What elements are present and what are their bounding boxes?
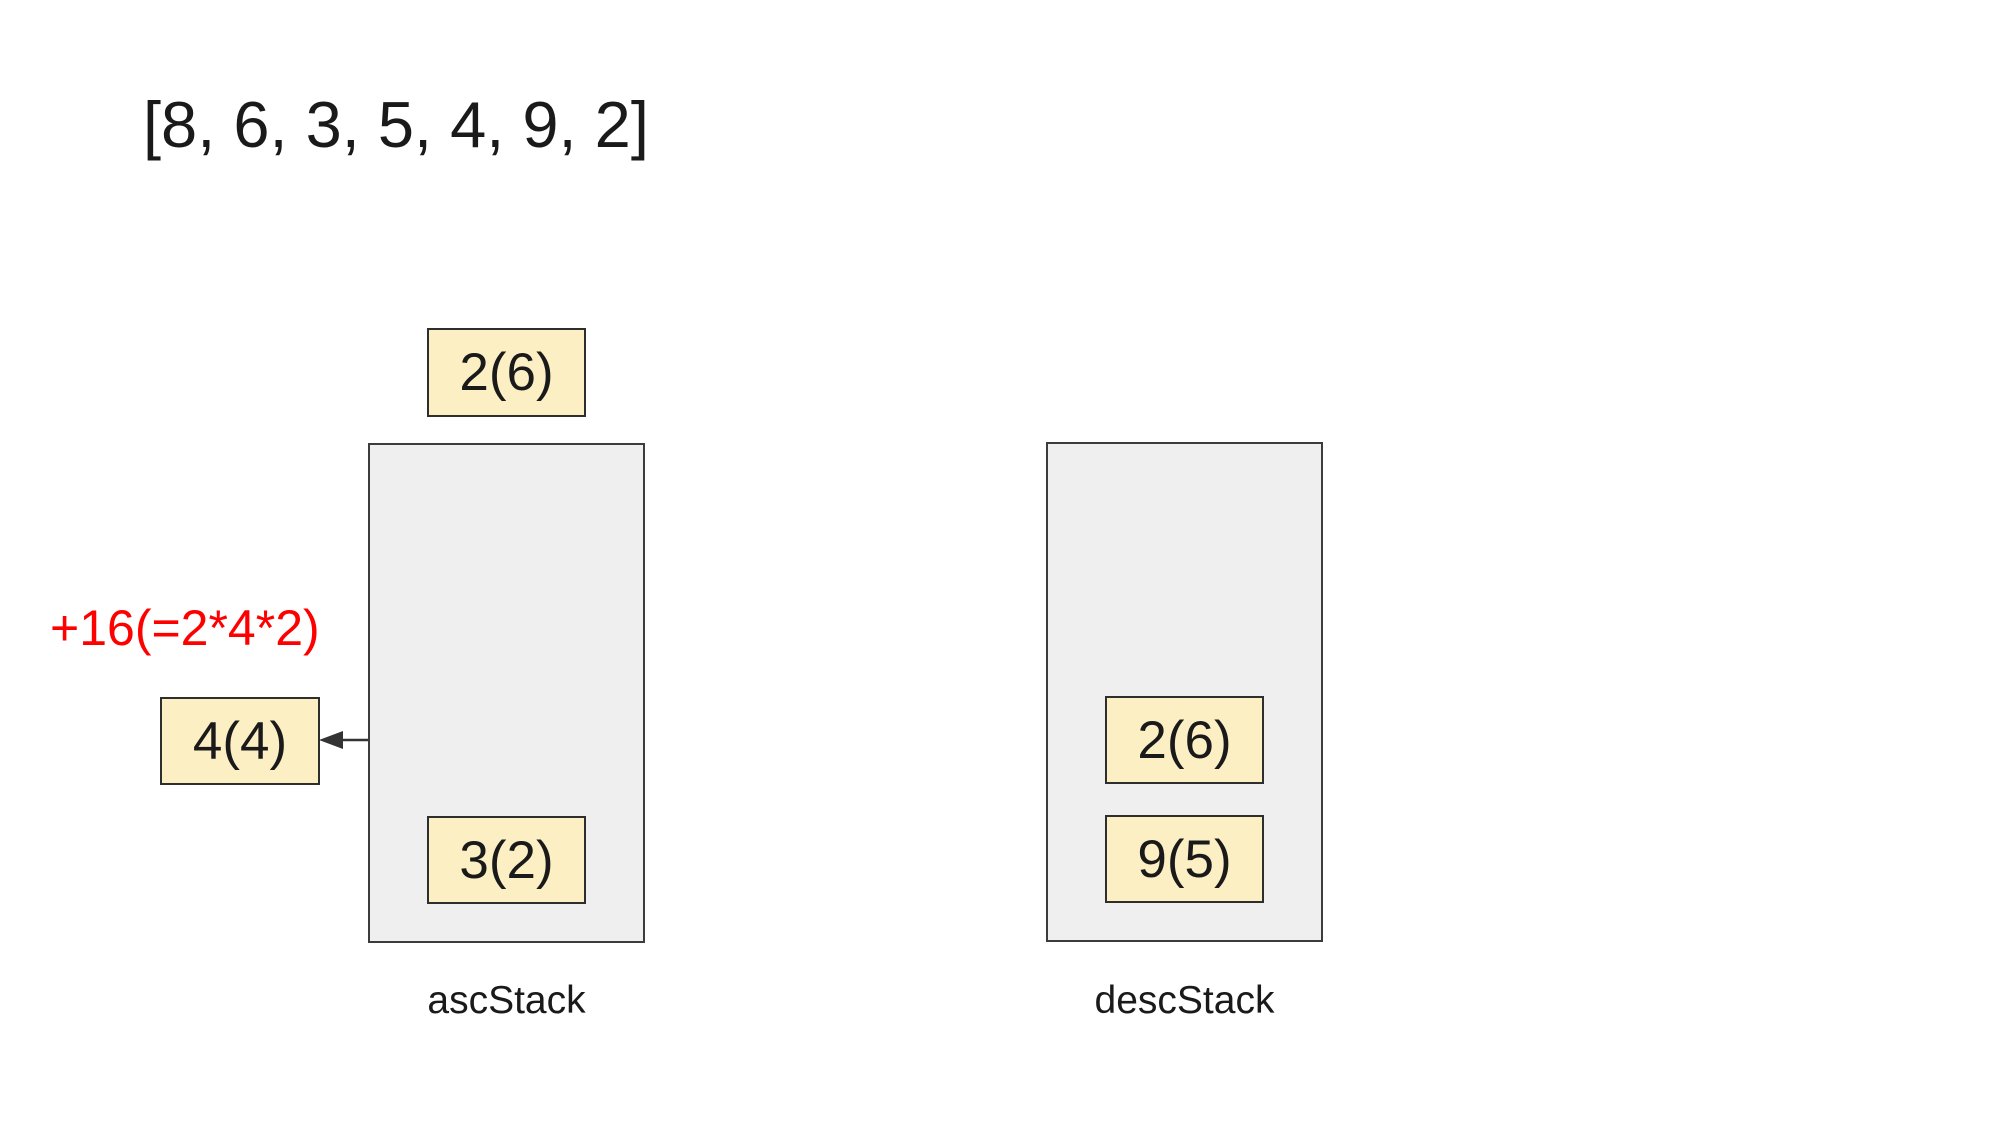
incoming-value-box: 2(6) [427,328,586,417]
incoming-value-label: 2(6) [459,343,554,402]
stack-item: 2(6) [1105,696,1264,784]
stack-item: 3(2) [427,816,586,904]
asc-stack-container: 3(2) [368,443,645,943]
score-annotation: +16(=2*4*2) [50,600,320,656]
desc-stack-container: 2(6) 9(5) [1046,442,1323,942]
popped-value-box: 4(4) [160,697,320,785]
desc-stack-label: descStack [1094,979,1275,1022]
asc-stack-label: ascStack [427,979,586,1022]
popped-value-label: 4(4) [192,711,288,771]
stack-item-label: 2(6) [1137,710,1232,770]
stack-item-label: 9(5) [1137,829,1232,889]
input-array-text: [8, 6, 3, 5, 4, 9, 2] [143,88,649,161]
stack-item: 9(5) [1105,815,1264,903]
stack-item-label: 3(2) [459,830,554,890]
